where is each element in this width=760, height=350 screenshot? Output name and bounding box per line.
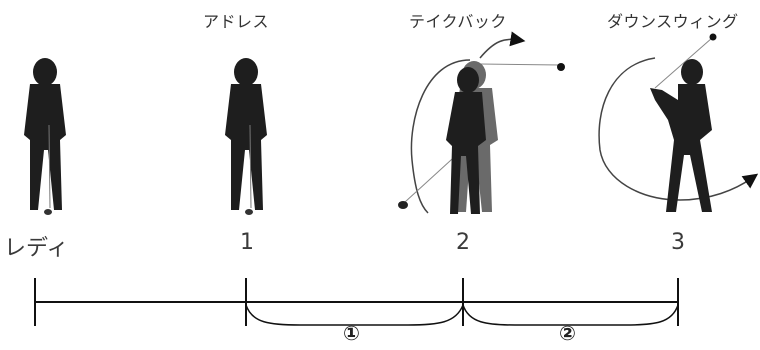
golfer-address-icon [225, 58, 267, 215]
segment-label-1: ① [343, 321, 360, 345]
golfer-takeback-icon [398, 31, 565, 214]
phase-label-address: アドレス [203, 12, 270, 31]
step-label-3: 3 [671, 230, 685, 255]
segment-brace-2 [462, 304, 679, 326]
segment-brace-1 [245, 304, 464, 326]
step-label-1: 1 [240, 230, 254, 255]
step-label-ready: レディ [4, 236, 69, 261]
golfer-downswing-icon [598, 33, 759, 212]
golfer-ready-icon [24, 58, 66, 215]
step-label-2: 2 [456, 230, 470, 255]
timeline [34, 278, 679, 326]
segment-label-2: ② [559, 321, 576, 345]
phase-label-takeback: テイクバック [409, 12, 507, 31]
phase-label-downswing: ダウンスウィング [607, 12, 739, 31]
